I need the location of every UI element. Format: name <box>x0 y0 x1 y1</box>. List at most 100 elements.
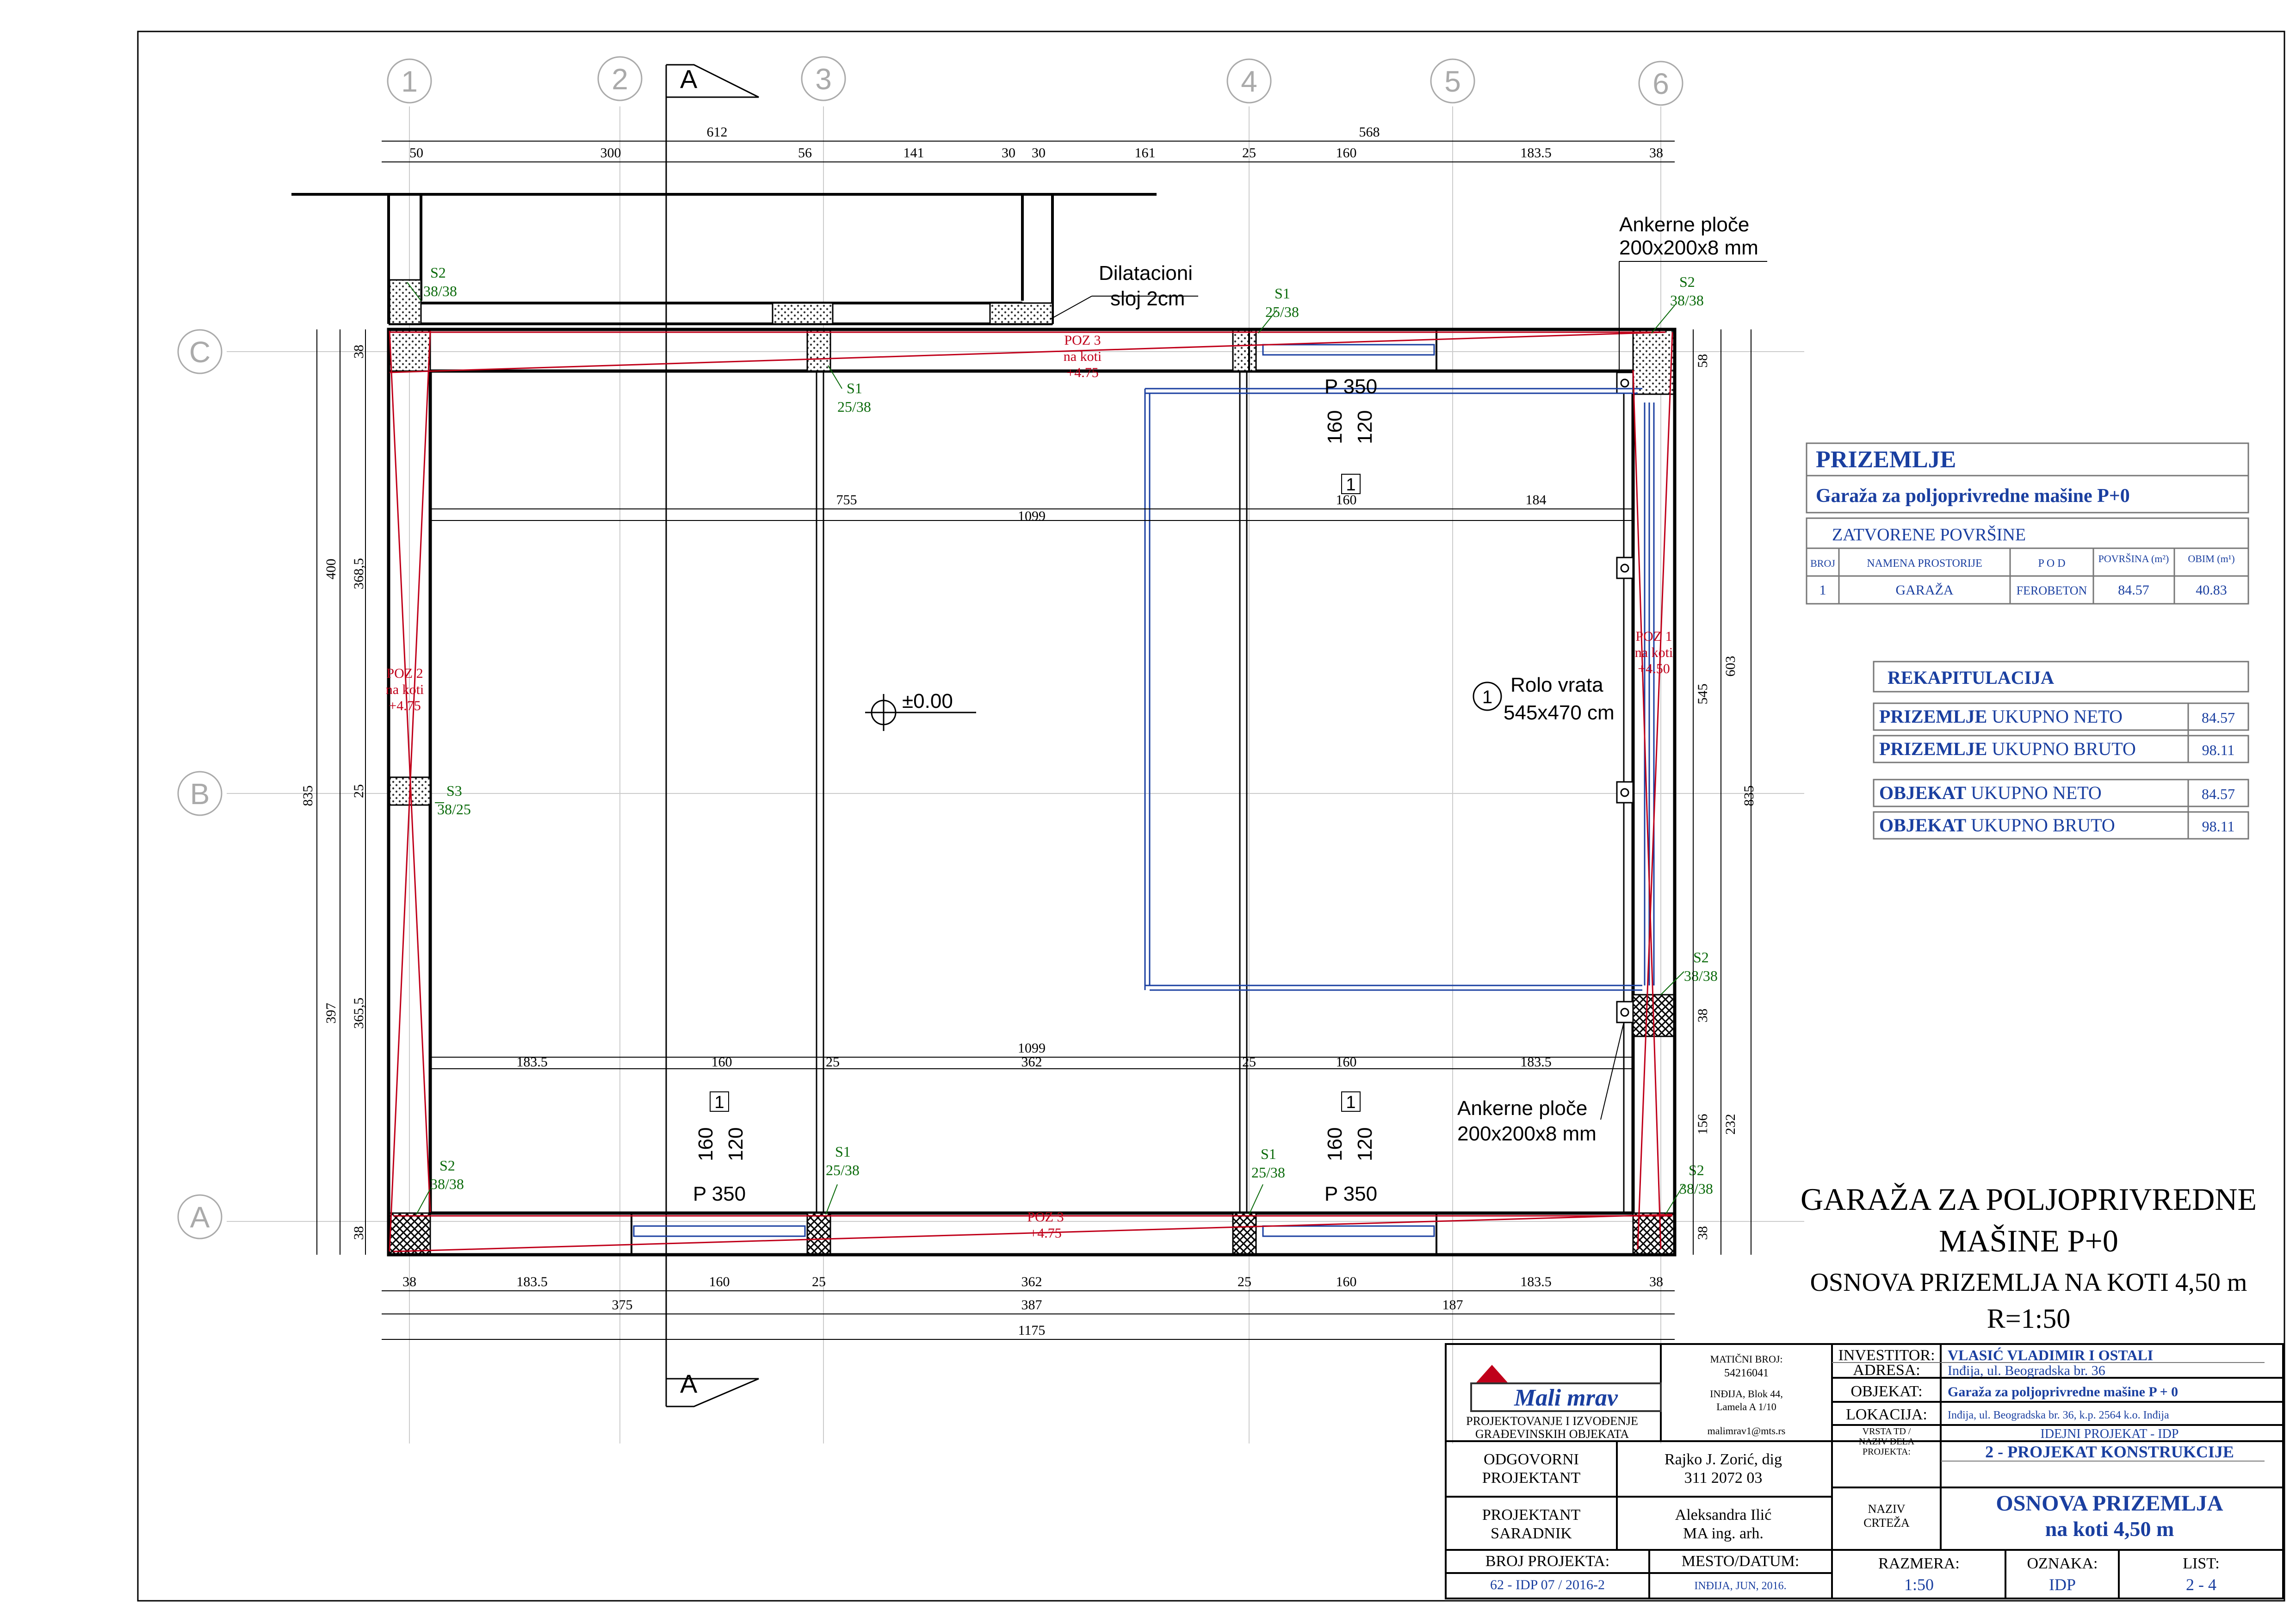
grid-col-5: 5 <box>1444 65 1461 98</box>
left-dim-lines <box>316 329 366 1255</box>
svg-text:387: 387 <box>1021 1297 1042 1313</box>
svg-text:S2: S2 <box>1693 949 1709 966</box>
svg-text:141: 141 <box>904 145 924 161</box>
window-120-bottom-right: 120 <box>1354 1127 1376 1161</box>
top-dim-lines <box>382 141 1675 162</box>
svg-text:1175: 1175 <box>1018 1323 1046 1338</box>
dim-top-total-b: 568 <box>1359 124 1380 140</box>
svg-text:25: 25 <box>1242 145 1256 161</box>
grid-col-3: 3 <box>815 62 832 96</box>
list-value: 2 - 4 <box>2186 1575 2216 1594</box>
grid-col-6: 6 <box>1652 67 1669 100</box>
recap-val-2: 98.11 <box>2202 742 2235 758</box>
svg-text:S1: S1 <box>1261 1146 1276 1162</box>
svg-text:160: 160 <box>1336 1274 1357 1289</box>
svg-text:25: 25 <box>812 1274 826 1289</box>
svg-text:362: 362 <box>1021 1054 1042 1070</box>
broj-label: BROJ PROJEKTA: <box>1485 1553 1609 1570</box>
table-header-namena: NAMENA PROSTORIJE <box>1867 558 1982 570</box>
table-header-obim: OBIM (m¹) <box>2188 553 2234 564</box>
window-120-top: 120 <box>1354 410 1376 444</box>
svg-text:na koti: na koti <box>1635 645 1673 660</box>
recap-row-1: PRIZEMLJE UKUPNO NETO <box>1879 706 2123 727</box>
svg-text:38/38: 38/38 <box>1679 1180 1713 1197</box>
svg-text:S2: S2 <box>1679 273 1695 290</box>
svg-text:187: 187 <box>1442 1297 1463 1313</box>
firm-line-1: PROJEKTOVANJE I IZVOĐENJE <box>1466 1414 1638 1428</box>
svg-text:38: 38 <box>402 1274 416 1289</box>
svg-text:835: 835 <box>1741 786 1757 806</box>
svg-text:368,5: 368,5 <box>351 558 366 589</box>
svg-text:30: 30 <box>1002 145 1015 161</box>
firm-logo <box>1470 1365 1662 1412</box>
drawing-title-2: MAŠINE P+0 <box>1939 1223 2118 1258</box>
grid-bubbles <box>177 56 1683 1239</box>
bottom-dims: 38 183.5 160 25 362 25 160 183.5 38 375 … <box>402 1274 1663 1338</box>
column-s1-top-mid <box>806 329 831 372</box>
table-cell-obim: 40.83 <box>2196 582 2227 598</box>
addr-2: Lamela A 1/10 <box>1716 1401 1776 1412</box>
naziv-1: NAZIV <box>1868 1502 1906 1516</box>
addr-1: INĐIJA, Blok 44, <box>1710 1388 1783 1400</box>
oznaka-label: OZNAKA: <box>2027 1555 2098 1572</box>
svg-text:156: 156 <box>1695 1114 1710 1135</box>
lokacija-label: LOKACIJA: <box>1846 1406 1927 1423</box>
mb-label: MATIČNI BROJ: <box>1710 1353 1782 1365</box>
adresa-label: ADRESA: <box>1853 1362 1920 1379</box>
column-s2-top-right <box>1632 329 1675 395</box>
drawing-title-4: R=1:50 <box>1987 1303 2071 1334</box>
svg-text:POZ 3: POZ 3 <box>1027 1209 1064 1225</box>
dim-top-total-a: 612 <box>707 124 728 140</box>
grid-col-2: 2 <box>612 62 628 96</box>
objekat-label: OBJEKAT: <box>1850 1383 1922 1400</box>
svg-text:38: 38 <box>1695 1226 1710 1240</box>
svg-text:POZ 1: POZ 1 <box>1635 629 1672 644</box>
svg-text:na koti: na koti <box>1064 349 1102 364</box>
drawing-title-1: GARAŽA ZA POLJOPRIVREDNE <box>1801 1182 2257 1217</box>
svg-text:30: 30 <box>1032 145 1046 161</box>
objekat-value: Garaža za poljoprivredne mašine P + 0 <box>1948 1384 2178 1400</box>
beam-labels: POZ 3 na koti +4.75 POZ 2 na koti +4.75 … <box>386 333 1673 1241</box>
dim-top-chain: 50 300 56 141 30 30 161 25 160 183.5 38 <box>409 145 1663 161</box>
column-s1-bottom-right <box>1232 1212 1257 1255</box>
right-dim-lines <box>1693 329 1751 1255</box>
sheet-border <box>137 31 2285 1602</box>
svg-text:38/38: 38/38 <box>430 1176 464 1192</box>
table-section: ZATVORENE POVRŠINE <box>1832 525 2026 545</box>
vrsta-1: VRSTA TD / <box>1863 1426 1911 1437</box>
label-dilatacioni: Dilatacioni <box>1099 262 1193 285</box>
right-dims: 835 58 603 545 38 232 156 38 <box>1695 354 1757 1240</box>
svg-text:184: 184 <box>1526 492 1547 508</box>
svg-text:S2: S2 <box>439 1157 455 1174</box>
svg-text:38/38: 38/38 <box>1670 292 1704 309</box>
svg-text:38: 38 <box>1649 1274 1663 1289</box>
table-header-pod: P O D <box>2038 558 2065 570</box>
column-s1-bottom-mid <box>806 1212 831 1255</box>
level-value: ±0.00 <box>902 690 953 712</box>
svg-text:+4.75: +4.75 <box>1029 1226 1061 1241</box>
inner-dim-lines <box>430 508 1633 1069</box>
recap-table <box>1873 661 2249 840</box>
svg-text:38: 38 <box>1649 145 1663 161</box>
odg-2: PROJEKTANT <box>1482 1469 1581 1487</box>
svg-text:400: 400 <box>323 559 339 580</box>
svg-text:S1: S1 <box>835 1143 851 1160</box>
label-ankerne-bottom-size: 200x200x8 mm <box>1457 1122 1597 1145</box>
svg-text:362: 362 <box>1021 1274 1042 1289</box>
svg-text:25/38: 25/38 <box>837 398 871 415</box>
svg-text:160: 160 <box>712 1054 732 1070</box>
idp-label: IDEJNI PROJEKAT - IDP <box>2041 1427 2179 1441</box>
drawing-title-3: OSNOVA PRIZEMLJA NA KOTI 4,50 m <box>1810 1268 2247 1297</box>
svg-text:38: 38 <box>351 345 366 359</box>
mesto-value: INĐIJA, JUN, 2016. <box>1694 1580 1786 1592</box>
svg-text:S2: S2 <box>430 264 446 281</box>
label-rolo-size: 545x470 cm <box>1504 701 1615 724</box>
table-cell-pod: FEROBETON <box>2017 584 2087 597</box>
grid-row-b: B <box>190 777 210 811</box>
svg-text:38: 38 <box>351 1226 366 1240</box>
table-header-broj: BROJ <box>1810 558 1835 569</box>
svg-text:25: 25 <box>351 784 366 798</box>
investitor-label: INVESTITOR: <box>1838 1347 1935 1364</box>
svg-text:S1: S1 <box>1275 285 1290 302</box>
column-s2-bottom-left <box>389 1212 431 1255</box>
